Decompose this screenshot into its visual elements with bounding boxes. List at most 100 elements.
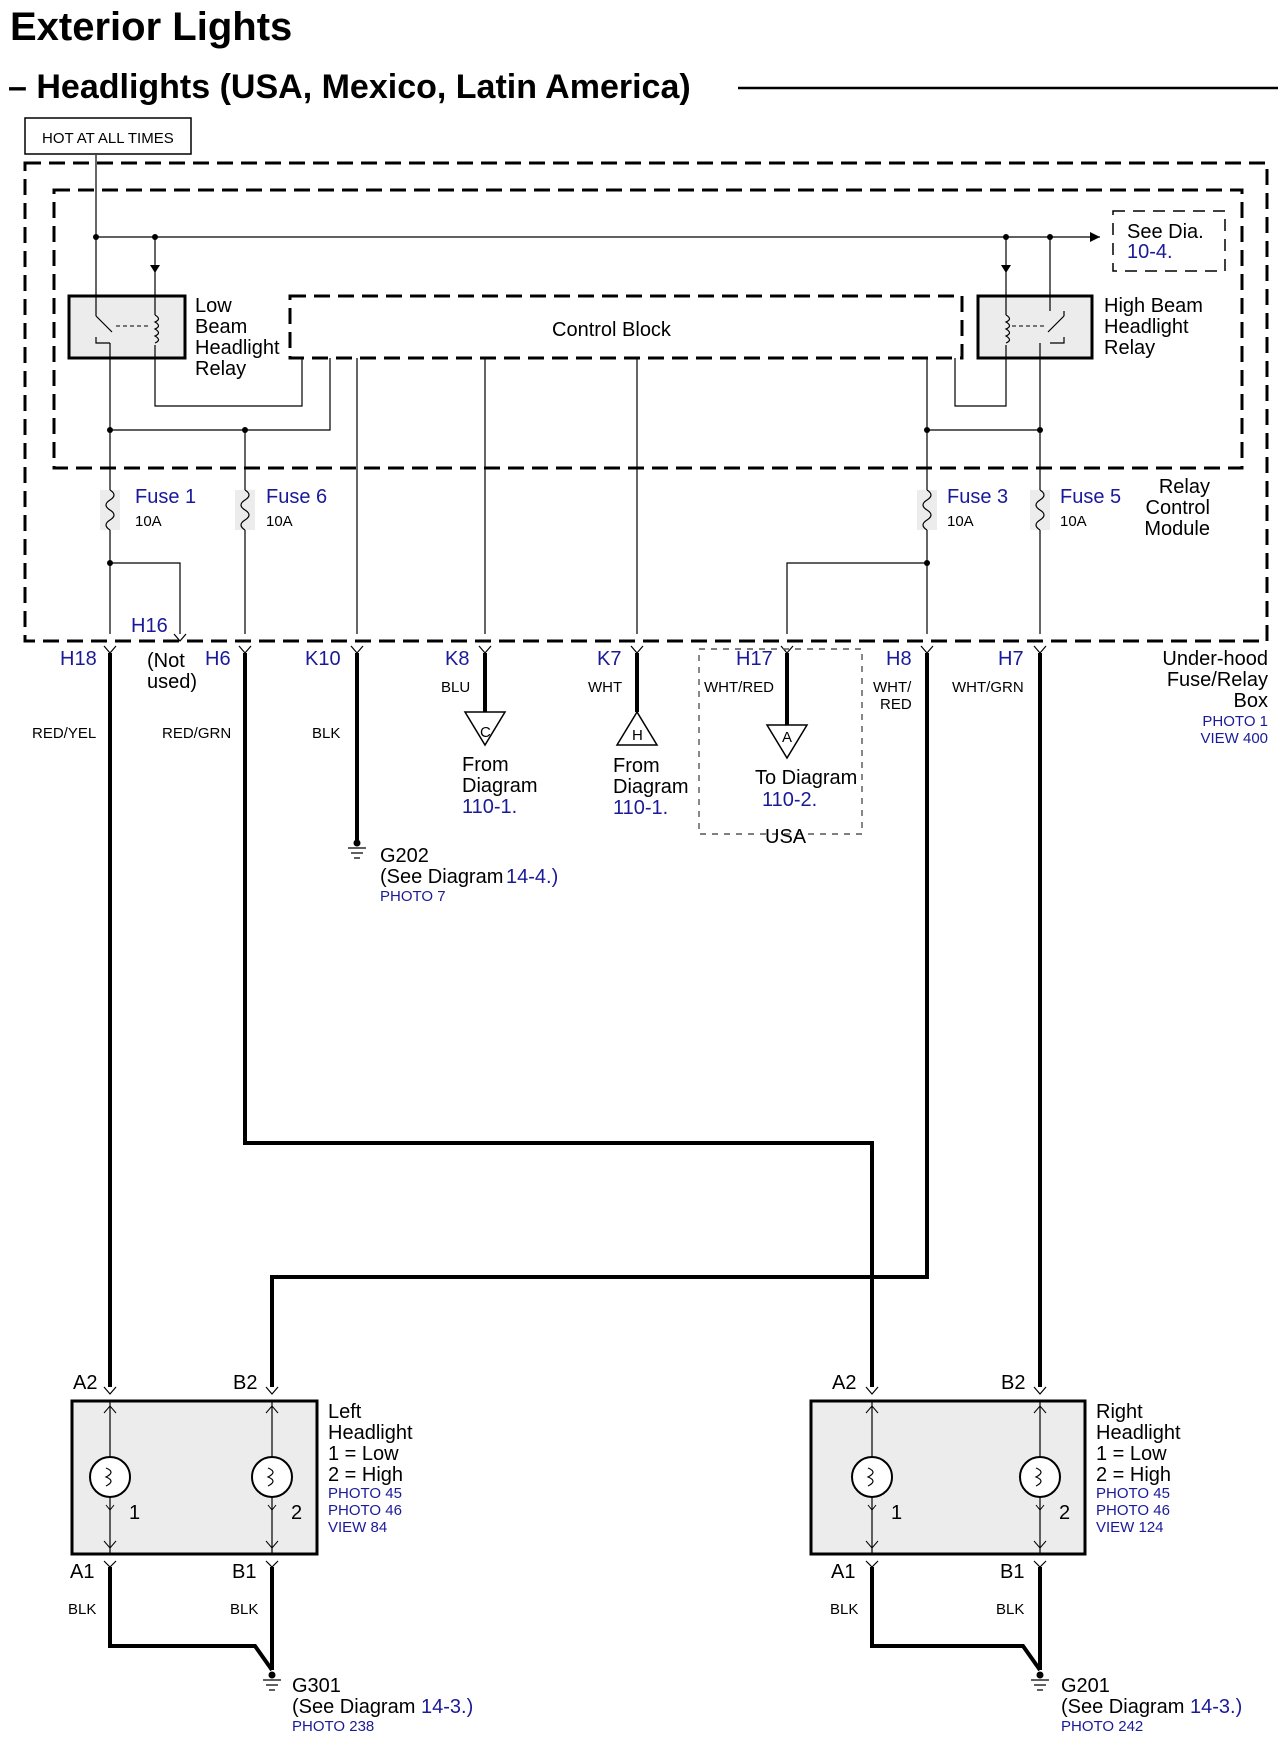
g301-photo: PHOTO 238	[292, 1718, 374, 1735]
fuse1-name: Fuse 1	[135, 486, 196, 508]
wire-color-h8-2: RED	[880, 696, 912, 713]
fuse1-rating: 10A	[135, 513, 162, 530]
low-coil-return-wire	[154, 352, 303, 407]
g202-name: G202	[380, 845, 429, 867]
connector-h-ref: 110-1.	[613, 797, 668, 819]
left-low-bulb-icon	[89, 1456, 131, 1498]
fuse3-rating: 10A	[947, 513, 974, 530]
wire-color-k7: WHT	[588, 679, 622, 696]
wire-color-h6: RED/GRN	[162, 725, 231, 742]
control-block	[288, 294, 964, 360]
h17-wire	[786, 562, 927, 634]
high-coil-return-wire	[954, 352, 1007, 407]
ground-icon	[1031, 1679, 1049, 1691]
right-headlight-label-4: 2 = High	[1096, 1464, 1171, 1486]
not-used-label-1: (Not	[147, 650, 185, 672]
terminal-h6: H6	[205, 648, 231, 670]
left-high-bulb-icon	[251, 1456, 293, 1498]
left-headlight-label-4: 2 = High	[328, 1464, 403, 1486]
g301-ref: 14-3.)	[421, 1696, 473, 1718]
right-pin-a1: A1	[831, 1561, 855, 1583]
module-label-2: Control	[1146, 497, 1210, 519]
fusebox-label-1: Under-hood	[1162, 648, 1268, 670]
wire-color-h18: RED/YEL	[32, 725, 96, 742]
right-high-bulb-icon	[1019, 1456, 1061, 1498]
low-relay-switch	[95, 311, 113, 344]
junction-dot	[1003, 234, 1009, 240]
junction-dot	[268, 1671, 276, 1679]
low-relay-label-1: Low	[195, 295, 232, 317]
left-pin-a2: A2	[73, 1372, 97, 1394]
left-pin-a1: A1	[70, 1561, 94, 1583]
left-headlight-arrow-icons	[103, 1405, 279, 1549]
right-headlight-label-1: Right	[1096, 1401, 1143, 1423]
relay-control-module	[52, 188, 1244, 470]
g202-photo: PHOTO 7	[380, 888, 446, 905]
left-bulb-flow-icons	[105, 1504, 277, 1511]
fusebox-photo: PHOTO 1	[1202, 713, 1268, 730]
ground-icon	[263, 1679, 281, 1691]
junction-dot	[107, 560, 113, 566]
high-relay-switch	[1047, 311, 1065, 344]
right-headlight-internal-wires	[871, 1401, 1041, 1554]
module-label-3: Module	[1144, 518, 1210, 540]
g201-ref: 14-3.)	[1190, 1696, 1242, 1718]
ground-icon	[348, 847, 366, 859]
connector-a-letter: A	[782, 729, 792, 746]
junction-dot	[1037, 427, 1043, 433]
fuse6-icon	[240, 489, 250, 531]
right-headlight-label-3: 1 = Low	[1096, 1443, 1167, 1465]
wire-color-h8-1: WHT/	[873, 679, 912, 696]
wire-color-h17: WHT/RED	[704, 679, 774, 696]
high-relay-label-2: Headlight	[1104, 316, 1189, 338]
connector-a-ref: 110-2.	[762, 789, 817, 811]
left-gnd-color-a1: BLK	[68, 1601, 96, 1618]
high-beam-relay	[976, 294, 1094, 360]
underhood-fuse-relay-box	[23, 161, 1269, 643]
left-pin-b2: B2	[233, 1372, 257, 1394]
junction-dot	[353, 839, 361, 847]
high-relay-label-3: Relay	[1104, 337, 1155, 359]
terminal-h17: H17	[736, 648, 773, 670]
page-subtitle: – Headlights (USA, Mexico, Latin America…	[8, 68, 691, 106]
left-gnd-color-b1: BLK	[230, 1601, 258, 1618]
right-headlight-photo-1: PHOTO 45	[1096, 1485, 1170, 1502]
g201-name: G201	[1061, 1675, 1110, 1697]
junction-dot	[242, 427, 248, 433]
right-pin-b1: B1	[1000, 1561, 1024, 1583]
junction-dot	[924, 560, 930, 566]
junction-dot	[93, 234, 99, 240]
low-relay-coil-icon	[153, 314, 160, 344]
left-headlight-view: VIEW 84	[328, 1519, 387, 1536]
right-gnd-color-a1: BLK	[830, 1601, 858, 1618]
connector-h-text-2: Diagram	[613, 776, 689, 798]
right-headlight-view: VIEW 124	[1096, 1519, 1164, 1536]
high-sense-wire	[926, 358, 1040, 431]
low-sense-wire	[110, 358, 331, 431]
left-bulb-1: 1	[129, 1502, 140, 1524]
right-headlight-label-2: Headlight	[1096, 1422, 1181, 1444]
hot-at-all-times-box	[24, 117, 192, 155]
left-bulb-2: 2	[291, 1502, 302, 1524]
connector-c-letter: C	[480, 724, 491, 741]
terminal-h18: H18	[60, 648, 97, 670]
junction-dot	[924, 427, 930, 433]
hot-at-all-times-label: HOT AT ALL TIMES	[42, 130, 174, 147]
left-high-filament-icon	[266, 1467, 274, 1487]
high-relay-label-1: High Beam	[1104, 295, 1203, 317]
h6-to-right-a2-wire	[243, 653, 874, 1387]
junction-dot	[152, 234, 158, 240]
right-bulb-1: 1	[891, 1502, 902, 1524]
connector-h-letter: H	[632, 727, 643, 744]
see-dia-box	[1112, 210, 1226, 272]
see-dia-label: See Dia.	[1127, 221, 1204, 243]
fuse3-name: Fuse 3	[947, 486, 1008, 508]
not-used-label-2: used)	[147, 671, 197, 693]
fuse3-icon	[922, 489, 932, 531]
junction-dot	[1036, 1671, 1044, 1679]
fuse5-icon	[1035, 489, 1045, 531]
right-gnd-color-b1: BLK	[996, 1601, 1024, 1618]
right-headlight-arrow-icons	[865, 1405, 1047, 1549]
right-high-filament-icon	[1034, 1467, 1042, 1487]
fuse5-rating: 10A	[1060, 513, 1087, 530]
